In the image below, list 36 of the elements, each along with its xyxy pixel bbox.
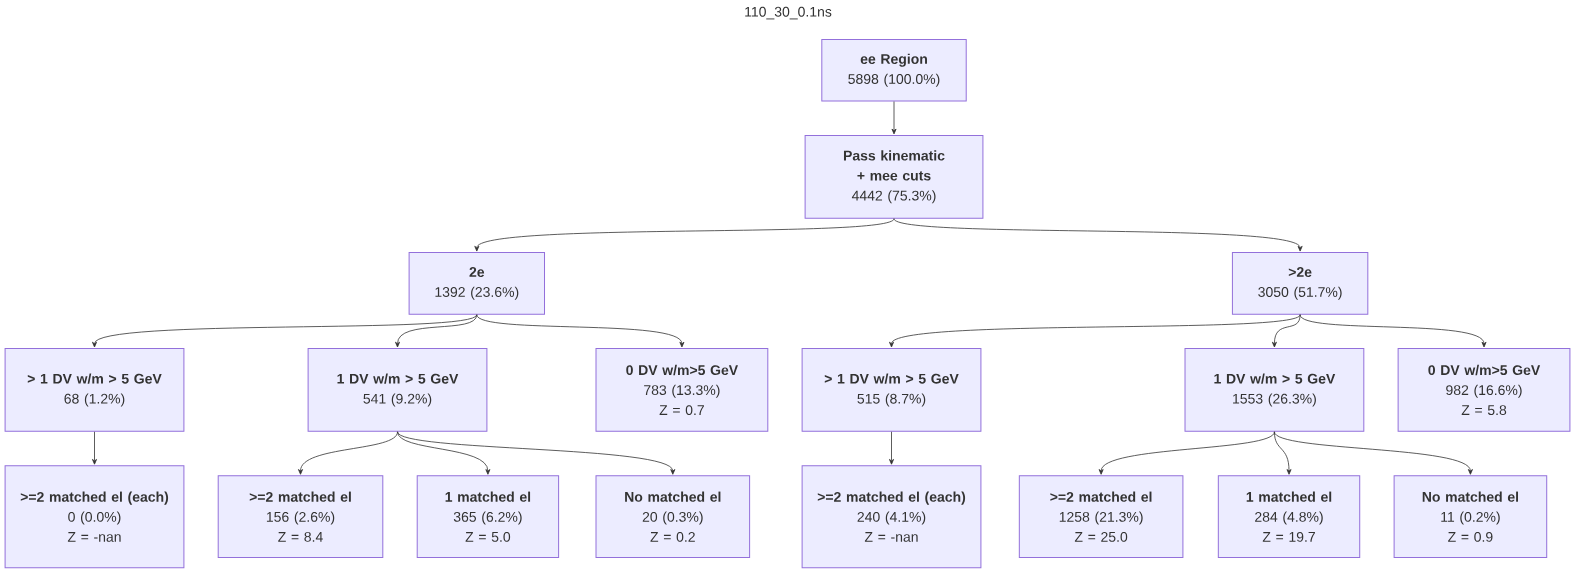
arrow <box>397 431 491 475</box>
title: 110_30_0.1ns <box>745 6 832 20</box>
process-box: No matched el 20 (0.3%) Z = 0.2 <box>595 475 751 559</box>
process-box: 1 DV w/m > 5 GeV 1553 (26.3%) <box>1184 348 1365 432</box>
arrow <box>889 314 1301 348</box>
process-box: >=2 matched el (each) 0 (0.0%) Z = -nan <box>4 465 185 569</box>
process-box: >=2 matched el (each) 240 (4.1%) Z = -nan <box>801 465 982 569</box>
process-box: 0 DV w/m>5 GeV 783 (13.3%) Z = 0.7 <box>595 348 769 432</box>
process-box: >=2 matched el 156 (2.6%) Z = 8.4 <box>217 475 384 559</box>
arrow <box>1274 431 1473 475</box>
process-box: 1 matched el 284 (4.8%) Z = 19.7 <box>1217 475 1361 559</box>
arrow <box>476 314 685 348</box>
arrow <box>893 218 1303 252</box>
arrow <box>889 431 894 465</box>
process-box: >2e 3050 (51.7%) <box>1231 252 1369 315</box>
process-box: No matched el 11 (0.2%) Z = 0.9 <box>1393 475 1548 559</box>
arrow <box>92 314 478 348</box>
arrow <box>298 431 398 475</box>
process-box: >=2 matched el 1258 (21.3%) Z = 25.0 <box>1018 475 1184 559</box>
process-box: > 1 DV w/m > 5 GeV 515 (8.7%) <box>801 348 982 432</box>
arrow <box>1274 431 1292 475</box>
arrow <box>474 218 895 252</box>
process-box: 0 DV w/m>5 GeV 982 (16.6%) Z = 5.8 <box>1397 348 1571 432</box>
process-box: > 1 DV w/m > 5 GeV 68 (1.2%) <box>4 348 185 432</box>
arrow <box>1098 431 1275 475</box>
arrow <box>1271 314 1301 348</box>
process-box: Pass kinematic + mee cuts 4442 (75.3%) <box>804 134 984 219</box>
process-box: ee Region 5898 (100.0%) <box>821 38 967 102</box>
process-box: 1 DV w/m > 5 GeV 541 (9.2%) <box>307 348 488 432</box>
arrow <box>397 431 676 475</box>
arrow <box>395 314 478 348</box>
process-box: 2e 1392 (23.6%) <box>408 252 545 315</box>
process-box: 1 matched el 365 (6.2%) Z = 5.0 <box>416 475 560 559</box>
arrow <box>92 431 97 465</box>
arrow <box>1299 314 1487 348</box>
arrow <box>891 101 897 135</box>
